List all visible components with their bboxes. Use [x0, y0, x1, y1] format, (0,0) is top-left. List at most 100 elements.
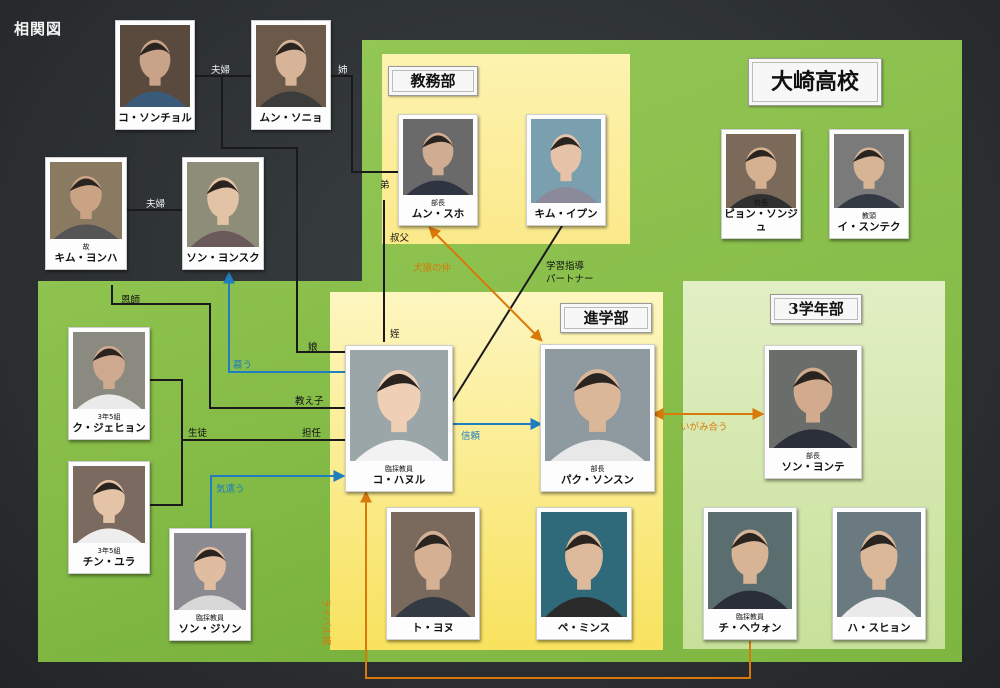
person-caption: ソン・ヨンスク [183, 252, 263, 265]
page-title: 相関図 [14, 20, 63, 38]
portrait-photo [726, 134, 796, 208]
person-role: 3年5組 [97, 413, 121, 421]
portrait-photo [769, 350, 857, 448]
person-name: ハ・スヒョン [847, 622, 911, 634]
person-name: キム・イプン [534, 208, 598, 220]
person-card-ko-hanuru: 臨採教員コ・ハヌル [345, 345, 453, 492]
person-name: ト・ヨヌ [412, 622, 454, 634]
portrait-photo [73, 332, 145, 409]
person-card-to-yonu: ト・ヨヌ [386, 507, 480, 640]
portrait-photo [708, 512, 792, 609]
label-oshiego: 教え子 [295, 396, 324, 407]
person-caption: ト・ヨヌ [387, 622, 479, 635]
label-gakushu-1: 学習指導 [546, 261, 585, 272]
person-card-pyon-sonju: 校長ピョン・ソンジュ [721, 129, 801, 239]
person-caption: 臨採教員ソン・ジソン [170, 614, 250, 636]
label-shitau: 慕う [233, 360, 253, 371]
person-caption: キム・イプン [527, 208, 605, 221]
person-card-chi-hewon: 臨採教員チ・ヘウォン [703, 507, 797, 640]
label-otouto: 弟 [380, 180, 390, 191]
person-card-ha-suhyon: ハ・スヒョン [832, 507, 926, 640]
person-name: ペ・ミンス [557, 622, 611, 634]
portrait-photo [120, 25, 190, 107]
person-name: ソン・ヨンスク [186, 252, 260, 264]
label-mei: 姪 [390, 329, 400, 340]
person-card-ko-sonchoru: コ・ソンチョル [115, 20, 195, 130]
label-kizukau: 気遣う [216, 484, 245, 495]
person-caption: ペ・ミンス [537, 622, 631, 635]
person-name: コ・ソンチョル [118, 112, 192, 124]
person-caption: 臨採教員コ・ハヌル [346, 465, 452, 487]
portrait-photo [256, 25, 326, 107]
portrait-photo [531, 119, 601, 203]
person-card-son-jison: 臨採教員ソン・ジソン [169, 528, 251, 641]
dept-label-shingaku: 進学部 [560, 303, 652, 333]
portrait-photo [350, 350, 448, 461]
person-card-mun-suho: 部長ムン・スホ [398, 114, 478, 226]
person-name: パク・ソンスン [560, 474, 635, 486]
portrait-photo [834, 134, 904, 208]
person-caption: ムン・ソニョ [252, 112, 330, 125]
label-rivaru: ライバル視 [320, 598, 331, 646]
person-caption: 故キム・ヨンハ [46, 243, 126, 265]
label-kenen: 犬猿の仲 [413, 263, 452, 274]
person-name: ク・ジェヒョン [72, 422, 146, 434]
person-name: ムン・スホ [411, 208, 465, 220]
person-name: ムン・ソニョ [259, 112, 323, 124]
person-role: 部長 [806, 452, 820, 460]
person-card-ku-jehyon: 3年5組ク・ジェヒョン [68, 327, 150, 440]
person-role: 臨採教員 [736, 613, 764, 621]
person-role: 部長 [431, 199, 445, 207]
person-caption: 3年5組チン・ユラ [69, 547, 149, 569]
person-role: 臨採教員 [196, 614, 224, 622]
label-mei-musume: 娘 [308, 342, 318, 353]
portrait-photo [545, 349, 650, 461]
person-name: ソン・ヨンテ [781, 461, 845, 473]
portrait-photo [403, 119, 473, 195]
portrait-photo [73, 466, 145, 543]
person-name: チン・ユラ [82, 556, 136, 568]
person-role: 故 [82, 243, 90, 251]
person-card-chin-yura: 3年5組チン・ユラ [68, 461, 150, 574]
person-card-kim-yonha: 故キム・ヨンハ [45, 157, 127, 270]
person-card-i-suntekku: 教頭イ・スンテク [829, 129, 909, 239]
label-tannin: 担任 [302, 428, 322, 439]
portrait-photo [50, 162, 122, 239]
school-label: 大崎高校 [748, 58, 882, 106]
person-card-kim-ipun: キム・イプン [526, 114, 606, 226]
portrait-photo [541, 512, 627, 617]
person-caption: 部長ムン・スホ [399, 199, 477, 221]
dept-label-sannen: 3学年部 [770, 294, 862, 324]
person-role: 部長 [590, 465, 605, 473]
person-role: 校長 [754, 199, 768, 207]
person-name: キム・ヨンハ [54, 252, 118, 264]
person-role: 教頭 [862, 212, 876, 220]
label-igamiau: いがみ合う [680, 422, 728, 433]
person-caption: 部長ソン・ヨンテ [765, 452, 861, 474]
person-name: ピョン・ソンジュ [724, 208, 798, 233]
portrait-photo [391, 512, 475, 617]
person-name: コ・ハヌル [372, 474, 426, 486]
label-oji: 叔父 [390, 233, 410, 244]
person-card-pe-minsu: ペ・ミンス [536, 507, 632, 640]
person-card-son-yonte: 部長ソン・ヨンテ [764, 345, 862, 479]
person-card-son-yonsuku: ソン・ヨンスク [182, 157, 264, 270]
portrait-photo [187, 162, 259, 247]
person-role: 臨採教員 [385, 465, 413, 473]
dept-label-kyomu: 教務部 [388, 66, 478, 96]
person-caption: 教頭イ・スンテク [830, 212, 908, 234]
person-card-mun-sonyo: ムン・ソニョ [251, 20, 331, 130]
label-fufu-top: 夫婦 [211, 65, 231, 76]
person-card-paku-sonsun: 部長パク・ソンスン [540, 344, 655, 492]
person-caption: コ・ソンチョル [116, 112, 194, 125]
label-shinrai: 信頼 [461, 431, 481, 442]
portrait-photo [837, 512, 921, 617]
person-name: イ・スンテク [837, 221, 901, 233]
person-caption: 3年5組ク・ジェヒョン [69, 413, 149, 435]
label-onshi: 恩師 [121, 295, 141, 306]
person-role: 3年5組 [97, 547, 121, 555]
person-caption: 部長パク・ソンスン [541, 465, 654, 487]
label-ane: 姉 [338, 65, 348, 76]
person-caption: 校長ピョン・ソンジュ [722, 199, 800, 234]
